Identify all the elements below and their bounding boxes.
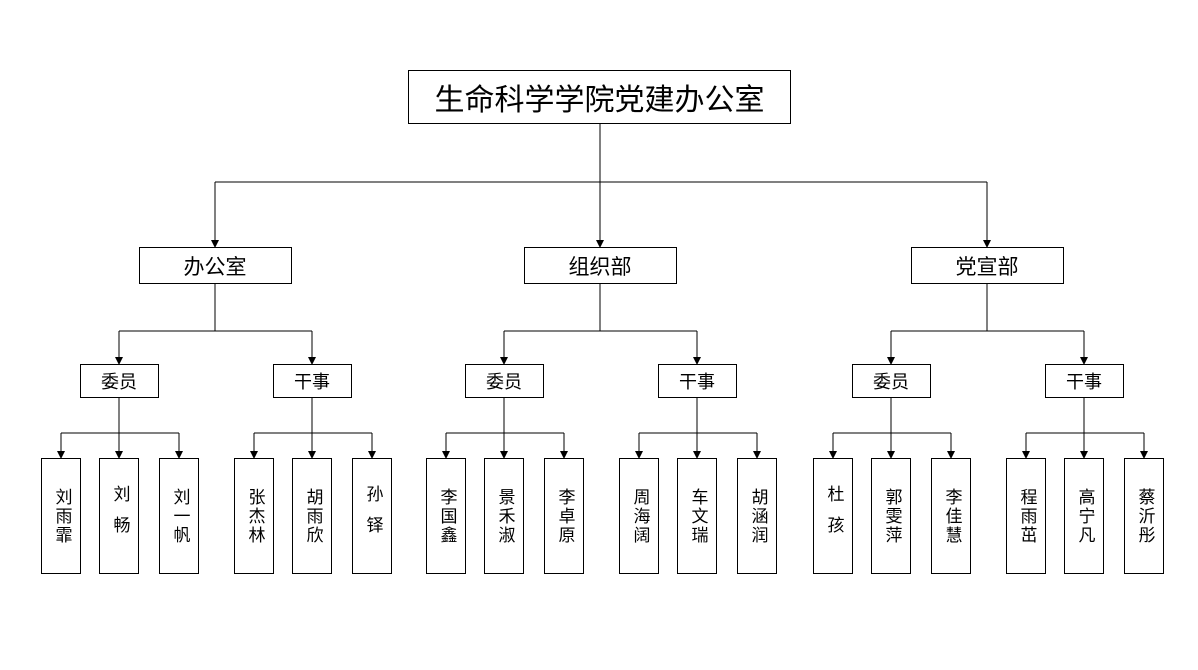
role-node-label: 干事 <box>679 372 715 393</box>
role-node: 委员 <box>851 364 931 398</box>
member-node-label: 杜孩 <box>823 485 844 547</box>
member-node: 景禾淑 <box>484 458 524 574</box>
member-node: 高宁凡 <box>1064 458 1104 574</box>
member-node-label: 刘雨霏 <box>51 487 72 545</box>
member-node-label: 刘畅 <box>109 485 130 547</box>
member-node-label: 高宁凡 <box>1074 487 1095 545</box>
role-node: 委员 <box>79 364 159 398</box>
member-node: 杜孩 <box>813 458 853 574</box>
role-node-label: 委员 <box>873 372 909 393</box>
role-node-label: 干事 <box>294 372 330 393</box>
role-node-label: 委员 <box>101 372 137 393</box>
member-node-label: 李卓原 <box>554 487 575 545</box>
member-node: 李卓原 <box>544 458 584 574</box>
member-node-label: 刘一帆 <box>169 487 190 545</box>
root-label: 生命科学学院党建办公室 <box>434 83 765 118</box>
role-node: 干事 <box>1044 364 1124 398</box>
role-node: 干事 <box>272 364 352 398</box>
member-node: 胡雨欣 <box>292 458 332 574</box>
member-node: 蔡沂彤 <box>1124 458 1164 574</box>
dept-node-label: 组织部 <box>568 254 632 279</box>
dept-node: 组织部 <box>523 247 677 284</box>
member-node: 刘畅 <box>99 458 139 574</box>
root-node: 生命科学学院党建办公室 <box>408 70 791 124</box>
member-node: 郭雯萍 <box>871 458 911 574</box>
member-node-label: 李国鑫 <box>436 487 457 545</box>
member-node-label: 胡涵润 <box>747 487 768 545</box>
role-node: 干事 <box>657 364 737 398</box>
member-node: 张杰林 <box>234 458 274 574</box>
member-node-label: 孙铎 <box>362 485 383 547</box>
member-node-label: 蔡沂彤 <box>1134 487 1155 545</box>
member-node: 程雨茁 <box>1006 458 1046 574</box>
role-node: 委员 <box>464 364 544 398</box>
member-node: 车文瑞 <box>677 458 717 574</box>
member-node: 周海阔 <box>619 458 659 574</box>
member-node-label: 车文瑞 <box>687 487 708 545</box>
member-node: 刘一帆 <box>159 458 199 574</box>
member-node: 孙铎 <box>352 458 392 574</box>
member-node-label: 程雨茁 <box>1016 487 1037 545</box>
member-node-label: 郭雯萍 <box>881 487 902 545</box>
role-node-label: 委员 <box>486 372 522 393</box>
member-node: 李佳慧 <box>931 458 971 574</box>
member-node-label: 景禾淑 <box>494 487 515 545</box>
dept-node-label: 党宣部 <box>955 254 1019 279</box>
role-node-label: 干事 <box>1066 372 1102 393</box>
member-node-label: 李佳慧 <box>941 487 962 545</box>
member-node: 李国鑫 <box>426 458 466 574</box>
member-node-label: 周海阔 <box>629 487 650 545</box>
member-node: 胡涵润 <box>737 458 777 574</box>
member-node-label: 张杰林 <box>244 487 265 545</box>
member-node: 刘雨霏 <box>41 458 81 574</box>
dept-node-label: 办公室 <box>183 254 247 279</box>
member-node-label: 胡雨欣 <box>302 487 323 545</box>
dept-node: 办公室 <box>138 247 292 284</box>
dept-node: 党宣部 <box>910 247 1064 284</box>
